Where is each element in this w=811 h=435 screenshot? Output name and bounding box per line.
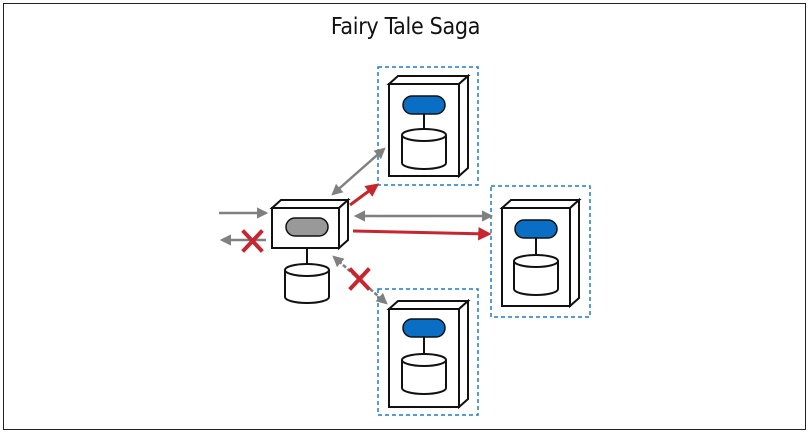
service-top-database-icon xyxy=(401,128,447,170)
orchestrator-top-sync-arrow xyxy=(331,147,386,196)
service-right-database-icon xyxy=(513,254,559,296)
orchestrator-top-call-arrow xyxy=(349,183,380,207)
orchestrator-database-icon xyxy=(284,263,330,304)
service-top-boundary xyxy=(377,66,479,186)
service-bottom xyxy=(386,298,471,410)
diagram-title: Fairy Tale Saga xyxy=(330,14,481,40)
orchestrator-bottom-failed-icon xyxy=(348,267,371,291)
service-right-boundary xyxy=(490,185,591,318)
orchestrator-right-call-arrow xyxy=(352,227,492,241)
orchestrator-bottom-sync-arrow xyxy=(332,255,388,305)
service-right xyxy=(499,197,582,309)
service-top xyxy=(386,73,471,179)
service-bottom-database-icon xyxy=(401,353,447,395)
orchestrator-process-icon xyxy=(285,217,329,237)
service-top-process-icon xyxy=(402,95,446,115)
service-bottom-process-icon xyxy=(402,318,446,338)
service-right-process-icon xyxy=(514,219,558,239)
client-response-failed-icon xyxy=(241,229,264,253)
service-bottom-boundary xyxy=(377,288,479,416)
orchestrator-service xyxy=(269,197,351,304)
